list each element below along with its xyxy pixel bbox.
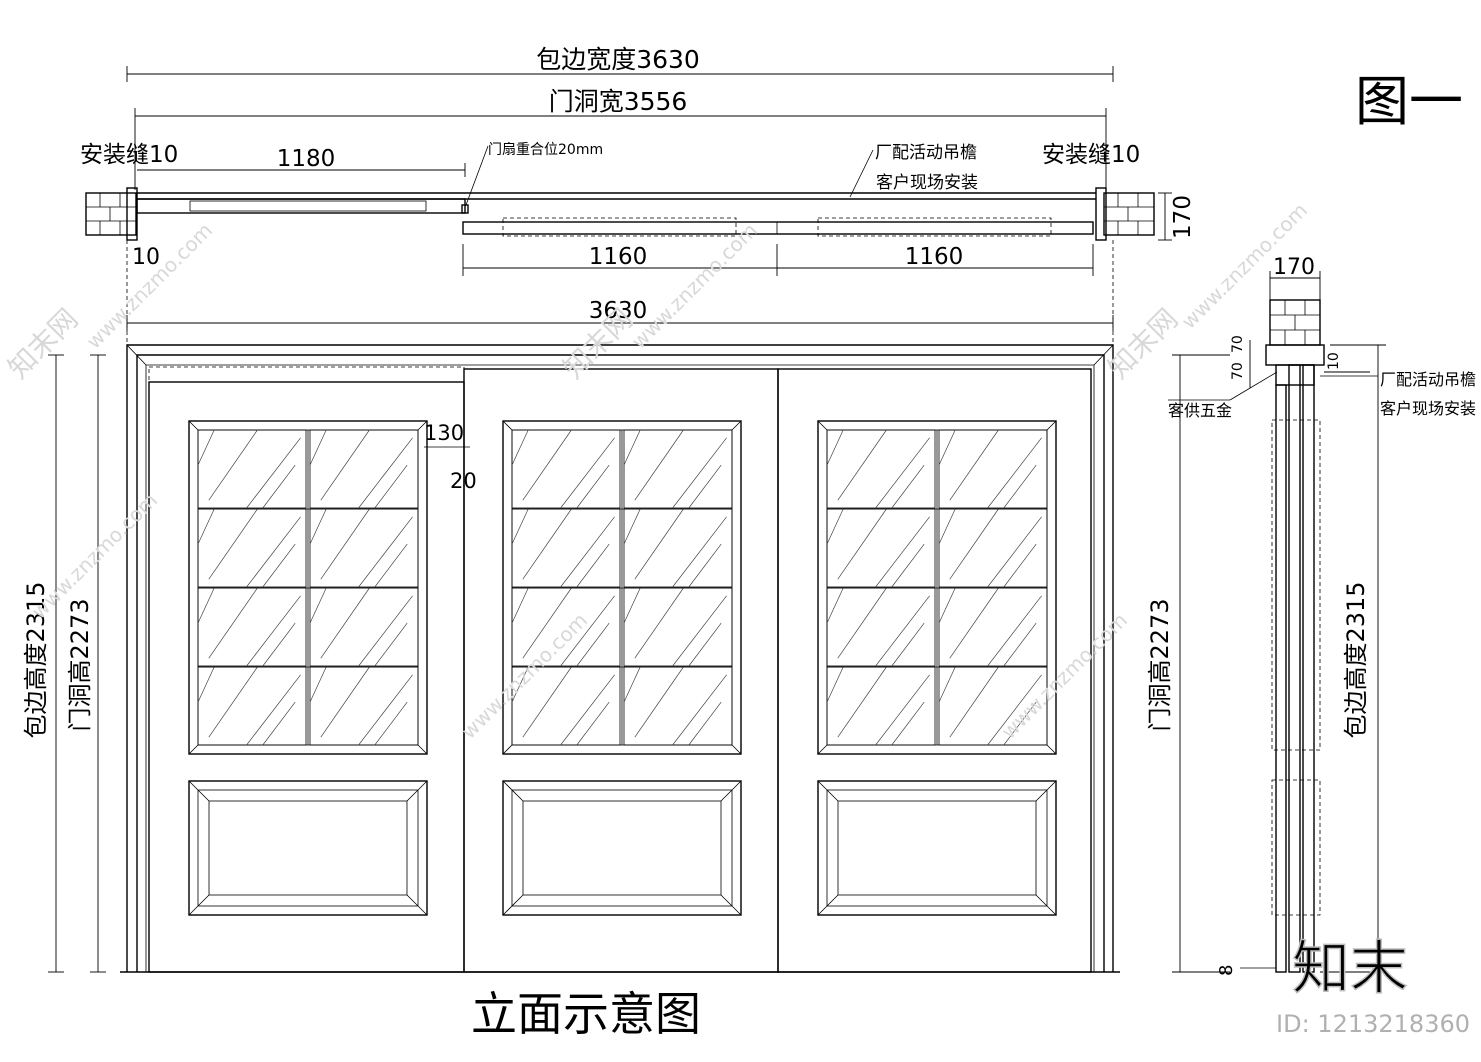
door-1-pane-7 <box>197 666 307 746</box>
section-view: 170 70 70 10 客供五金 厂配活动吊檐 客户现场安装 <box>1146 255 1476 976</box>
door-1-glass-frame <box>188 420 428 755</box>
door-3-lower-panel <box>817 780 1057 916</box>
door-3-pane-2 <box>938 429 1048 509</box>
section-track-note-2: 客户现场安装 <box>1380 399 1476 418</box>
leaf-right-label: 1160 <box>905 244 964 270</box>
section-hardware-note: 客供五金 <box>1168 401 1232 420</box>
section-width-label: 170 <box>1273 255 1315 280</box>
watermark-site-5: www.znzmo.com <box>457 608 593 744</box>
door-1-pane-1 <box>197 429 307 509</box>
watermark: www.znzmo.com www.znzmo.com www.znzmo.co… <box>2 198 1470 1038</box>
plan-track-note-1: 厂配活动吊檐 <box>875 143 977 163</box>
door-3-pane-5 <box>826 587 936 667</box>
plan-top-dimensions: 包边宽度3630 门洞宽3556 <box>126 45 1114 190</box>
door-3-pane-1 <box>826 429 936 509</box>
section-track-note-1: 厂配活动吊檐 <box>1380 370 1476 389</box>
door-1-lower-panel <box>188 780 428 916</box>
door-3-glass-frame <box>817 420 1057 755</box>
gap-right-label: 安装缝10 <box>1042 142 1140 168</box>
gap-small-label: 10 <box>132 245 160 270</box>
elevation-view: 3630 130 20 包边高度2315 门洞高2273 立面示意图 <box>22 298 1120 1041</box>
door-2-pane-8 <box>623 666 733 746</box>
section-opening-height-label: 门洞高2273 <box>1146 598 1174 731</box>
door-1-pane-5 <box>197 587 307 667</box>
plan-track-note-2: 客户现场安装 <box>876 173 978 193</box>
door-1-pane-4 <box>309 508 419 588</box>
door-2-pane-4 <box>623 508 733 588</box>
rail-label: 20 <box>450 469 477 493</box>
opening-width-label: 门洞宽3556 <box>549 87 688 116</box>
door-1-pane-8 <box>309 666 419 746</box>
elevation-title: 立面示意图 <box>471 987 701 1041</box>
section-bottom-gap-label: 8 <box>1216 965 1237 976</box>
watermark-site-2: www.znzmo.com <box>627 218 763 354</box>
section-trim-height-label: 包边高度2315 <box>1342 581 1370 738</box>
door-2-lower-panel <box>502 780 742 916</box>
section-dim-70b: 70 <box>1230 362 1246 380</box>
door-3-pane-6 <box>938 587 1048 667</box>
elevation-width-label: 3630 <box>589 298 648 324</box>
door-1-pane-3 <box>197 508 307 588</box>
section-dim-10: 10 <box>1326 352 1342 370</box>
leaf-mid-label: 1160 <box>589 244 648 270</box>
plan-depth-label: 170 <box>1170 195 1196 239</box>
door-3-pane-3 <box>826 508 936 588</box>
stile-label: 130 <box>424 421 464 445</box>
door-3-pane-7 <box>826 666 936 746</box>
watermark-cn-1: 知末网 <box>2 302 85 385</box>
overlap-note: 门扇重合位20mm <box>488 142 603 158</box>
section-dim-70a: 70 <box>1230 335 1246 353</box>
gap-left-label: 安装缝10 <box>80 142 178 168</box>
elevation-trim-height-label: 包边高度2315 <box>22 581 50 738</box>
door-2-pane-2 <box>623 429 733 509</box>
watermark-cn-3: 知末网 <box>1102 302 1185 385</box>
watermark-site-4: www.znzmo.com <box>27 488 163 624</box>
door-1-pane-6 <box>309 587 419 667</box>
figure-label: 图一 <box>1355 70 1463 133</box>
door-2-pane-1 <box>511 429 621 509</box>
watermark-brand: 知末 <box>1292 934 1408 1002</box>
door-2-pane-3 <box>511 508 621 588</box>
door-3-pane-4 <box>938 508 1048 588</box>
door-2-glass-frame <box>502 420 742 755</box>
door-2-pane-6 <box>623 587 733 667</box>
elevation-opening-height-label: 门洞高2273 <box>66 598 94 731</box>
leaf-left-label: 1180 <box>277 146 336 172</box>
watermark-site-1: www.znzmo.com <box>82 218 218 354</box>
door-1-pane-2 <box>309 429 419 509</box>
total-width-label: 包边宽度3630 <box>536 45 700 74</box>
watermark-id: ID: 1213218360 <box>1276 1010 1470 1038</box>
